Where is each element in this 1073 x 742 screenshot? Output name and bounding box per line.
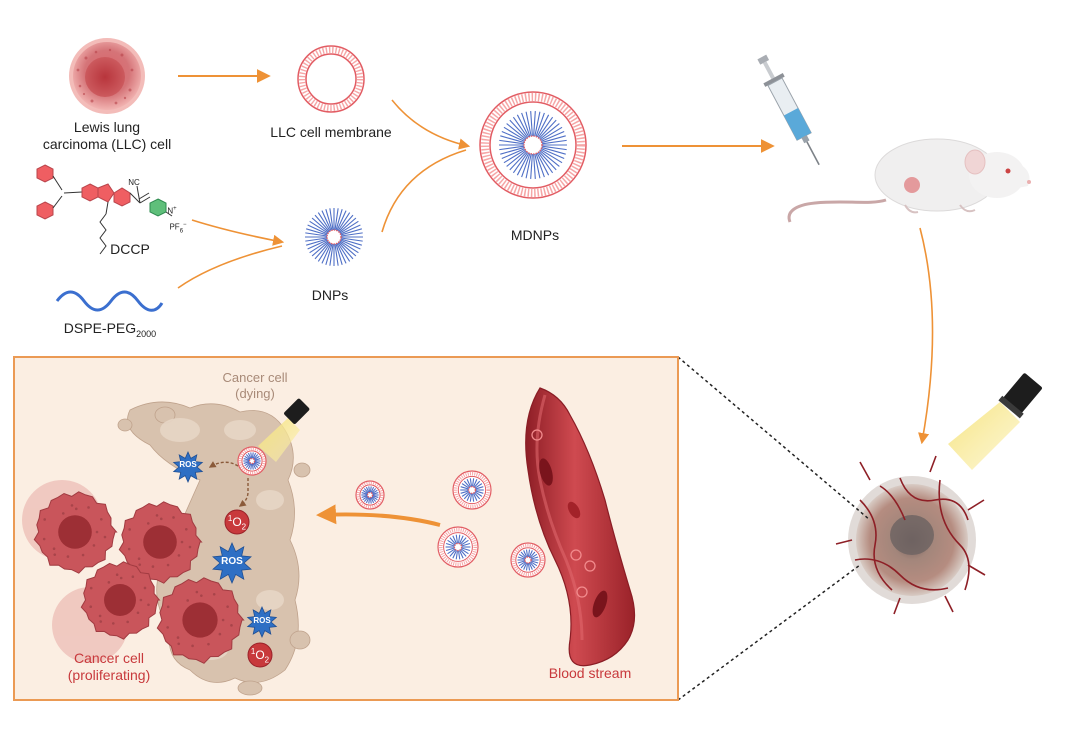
arrow-dnps-to-mdnps	[381, 149, 467, 233]
o2-2-sup: 1	[250, 647, 256, 656]
label-llc-cell: Lewis lung carcinoma (LLC) cell	[35, 119, 179, 153]
o2-1-sub: 2	[241, 522, 247, 532]
dccp-molecule	[36, 164, 173, 255]
o2-label-1: 1O2	[225, 514, 249, 531]
o2-2-main: O	[255, 648, 265, 662]
llc-cell	[69, 38, 145, 114]
molecule-counterion-label: PF6−	[166, 220, 190, 236]
lamp-icon-panel	[258, 398, 310, 462]
free-mdnps	[355, 470, 546, 578]
molecule-nitrile-label: NC	[128, 178, 140, 187]
ros-label-2: ROS	[221, 556, 243, 567]
lamp-icon-right	[948, 373, 1042, 470]
ros-label-1: ROS	[179, 460, 197, 469]
arrow-to-ros	[208, 461, 239, 468]
label-dying-line1: Cancer cell	[222, 370, 288, 385]
tumor-icon	[835, 455, 986, 615]
arrow-mouse-to-tumor	[918, 227, 934, 445]
o2-2-sub: 2	[264, 655, 270, 665]
mouse-icon	[787, 138, 1031, 223]
zoom-line-bottom	[677, 564, 861, 701]
dspe-peg-wave	[55, 290, 164, 312]
label-blood-stream: Blood stream	[548, 665, 632, 681]
vessel-nanoparticles	[531, 429, 596, 598]
proliferating-cancer-cells	[33, 491, 245, 664]
ros-label-3: ROS	[253, 616, 271, 625]
mdnp-in-dying-cell	[237, 446, 267, 476]
molecule-counterion-sup: −	[183, 222, 187, 228]
singlet-oxygen-1	[224, 509, 250, 535]
singlet-oxygen-2	[247, 642, 273, 668]
label-prolif-line2: (proliferating)	[67, 667, 151, 683]
label-prolif-line1: Cancer cell	[73, 650, 145, 666]
molecule-nplus-label: N+	[164, 204, 180, 217]
label-mdnps: MDNPs	[510, 227, 560, 243]
mdnps-particle	[479, 91, 587, 199]
o2-label-2: 1O2	[248, 647, 272, 664]
label-proliferating-cell: Cancer cell (proliferating)	[44, 650, 174, 684]
ros-stars	[172, 451, 278, 638]
arrow-delivery	[316, 504, 441, 527]
label-dccp: DCCP	[110, 241, 150, 257]
molecule-counterion-sub: 6	[179, 228, 184, 235]
zoom-line-top	[677, 356, 871, 521]
label-dspe-sub: 2000	[136, 328, 157, 339]
syringe-icon	[757, 54, 820, 166]
arrow-dspe-to-dnps	[177, 245, 283, 289]
arrow-to-o2	[238, 478, 249, 507]
label-dspe-peg: DSPE-PEG2000	[55, 320, 165, 343]
molecule-nplus-sup: +	[173, 206, 177, 212]
arrow-dccp-to-dnps	[191, 219, 285, 246]
arrow-membrane-to-mdnps	[391, 99, 471, 150]
label-dnps: DNPs	[311, 287, 349, 303]
o2-1-sup: 1	[227, 514, 233, 523]
label-dspe-main: DSPE-PEG	[63, 320, 137, 336]
blood-vessel	[525, 387, 636, 667]
label-llc-cell-line1: Lewis lung	[73, 119, 141, 135]
label-llc-cell-line2: carcinoma (LLC) cell	[42, 136, 172, 152]
llc-membrane-ring	[297, 45, 365, 113]
molecule-counterion-main: PF	[169, 222, 180, 232]
dnps-micelle	[305, 208, 363, 266]
label-llc-membrane: LLC cell membrane	[270, 124, 392, 140]
o2-1-main: O	[232, 515, 242, 529]
molecule-nplus-main: N	[167, 206, 174, 216]
label-dying-cell: Cancer cell (dying)	[200, 370, 310, 402]
label-dying-line2: (dying)	[235, 386, 275, 401]
